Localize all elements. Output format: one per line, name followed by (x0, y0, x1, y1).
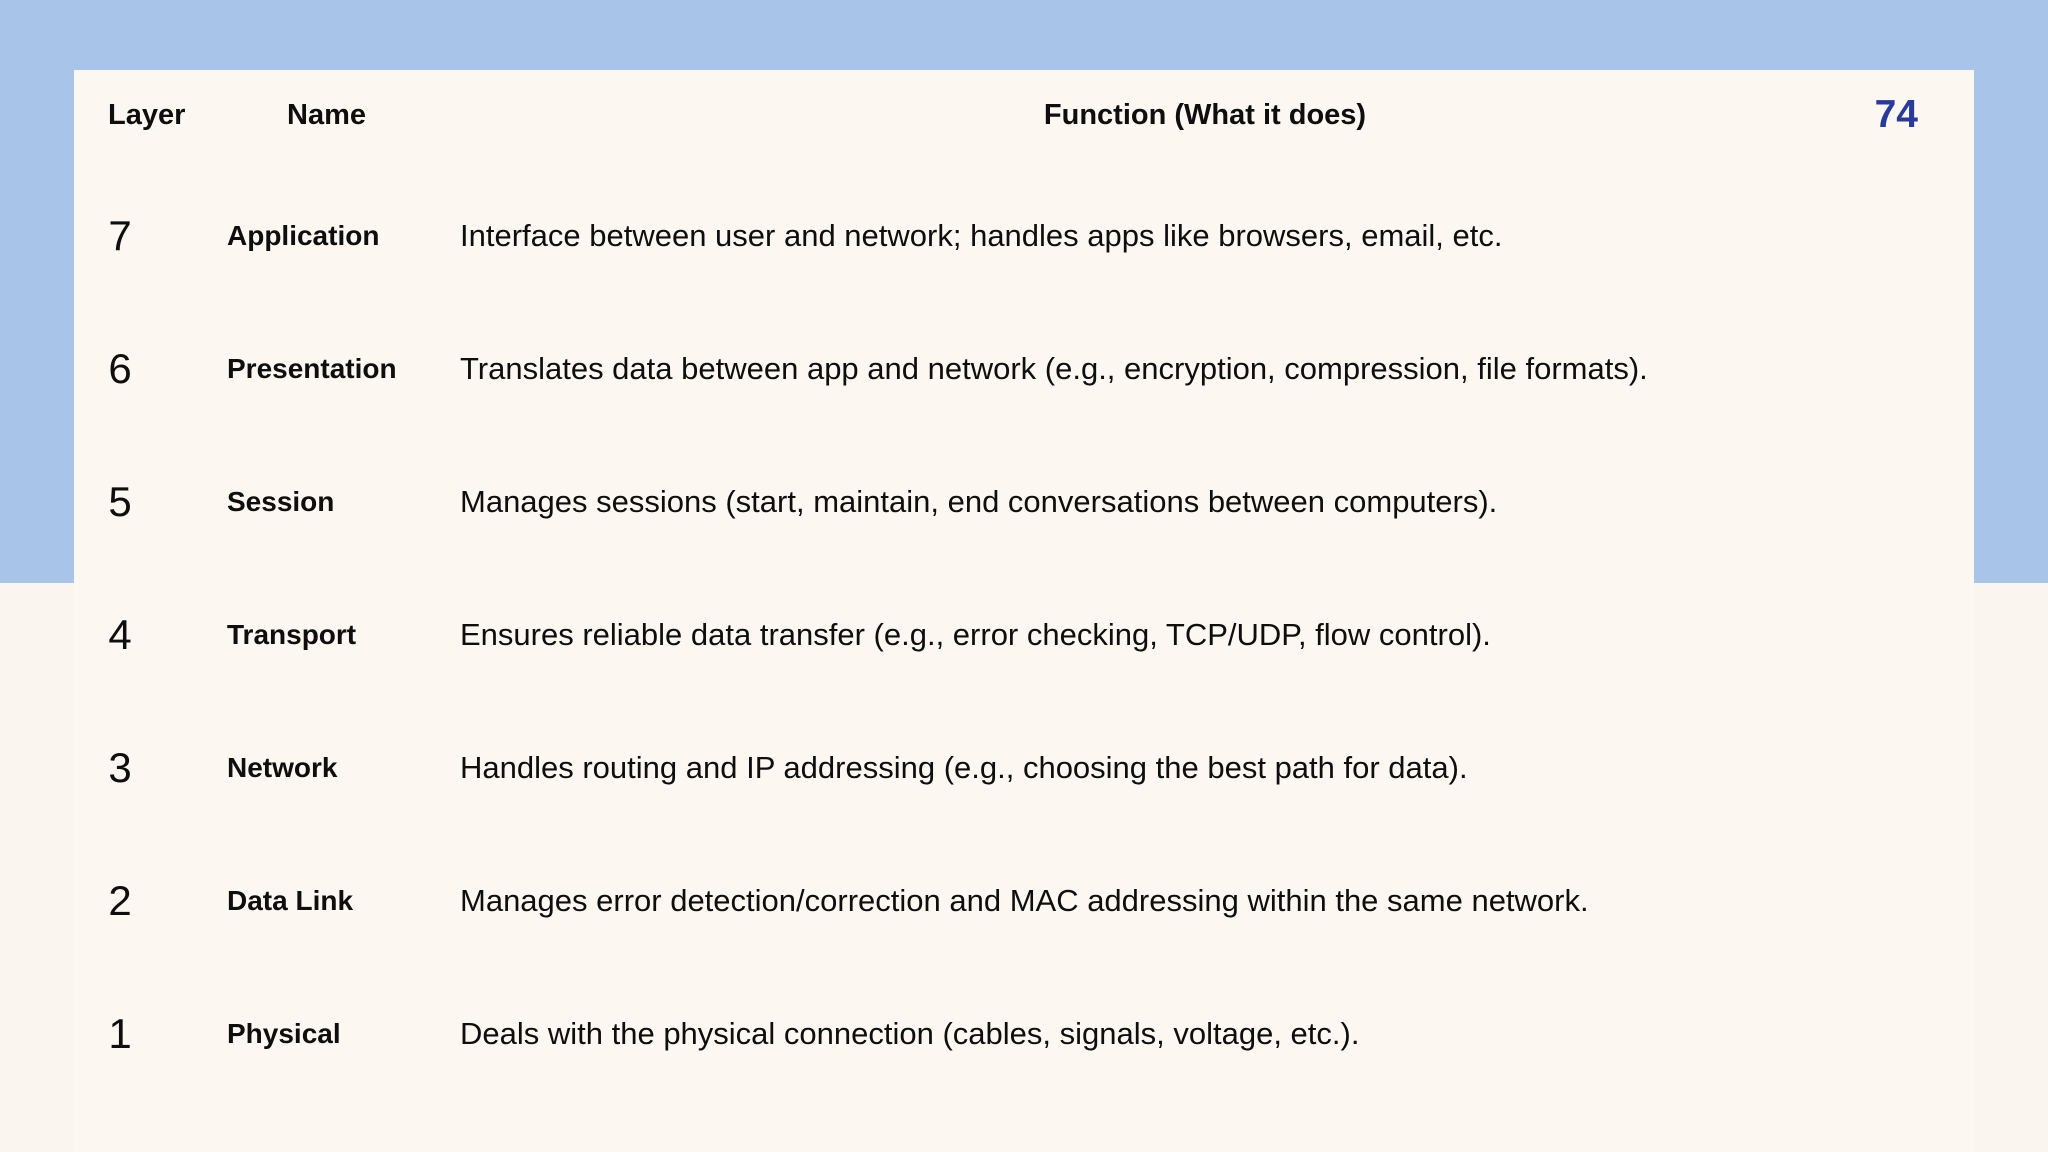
layer-name-cell: Transport (227, 618, 357, 650)
layer-function-cell: Manages sessions (start, maintain, end c… (460, 483, 1498, 519)
layer-function-cell: Translates data between app and network … (460, 350, 1648, 386)
layer-number-cell: 6 (108, 344, 132, 392)
layer-number-cell: 2 (108, 876, 132, 924)
layer-function-cell: Ensures reliable data transfer (e.g., er… (460, 616, 1491, 652)
table-row: 4 Transport Ensures reliable data transf… (74, 568, 1974, 701)
table-row: 7 Application Interface between user and… (74, 169, 1974, 302)
layer-number-cell: 1 (108, 1009, 132, 1057)
table-header: Layer Name Function (What it does) 74 (74, 70, 1974, 169)
table-body: 7 Application Interface between user and… (74, 169, 1974, 1100)
layer-name-cell: Application (227, 219, 380, 251)
layer-name-cell: Physical (227, 1017, 341, 1049)
osi-table-card: Layer Name Function (What it does) 74 7 … (74, 70, 1974, 1152)
layer-number-cell: 5 (108, 477, 132, 525)
layer-name-cell: Presentation (227, 352, 397, 384)
table-row: 2 Data Link Manages error detection/corr… (74, 834, 1974, 967)
layer-function-cell: Interface between user and network; hand… (460, 217, 1503, 253)
layer-function-cell: Handles routing and IP addressing (e.g.,… (460, 749, 1468, 785)
column-header-name: Name (287, 99, 366, 131)
column-header-layer: Layer (108, 99, 186, 131)
layer-function-cell: Manages error detection/correction and M… (460, 882, 1589, 918)
layer-name-cell: Network (227, 751, 338, 783)
layer-number-cell: 4 (108, 610, 132, 658)
layer-name-cell: Data Link (227, 884, 354, 916)
layer-number-cell: 3 (108, 743, 132, 791)
table-row: 6 Presentation Translates data between a… (74, 302, 1974, 435)
page-number: 74 (1874, 93, 1918, 136)
column-header-function: Function (What it does) (1043, 99, 1367, 131)
table-row: 5 Session Manages sessions (start, maint… (74, 435, 1974, 568)
layer-function-cell: Deals with the physical connection (cabl… (460, 1015, 1360, 1051)
table-row: 3 Network Handles routing and IP address… (74, 701, 1974, 834)
layer-number-cell: 7 (108, 211, 132, 259)
table-row: 1 Physical Deals with the physical conne… (74, 967, 1974, 1100)
layer-name-cell: Session (227, 485, 335, 517)
